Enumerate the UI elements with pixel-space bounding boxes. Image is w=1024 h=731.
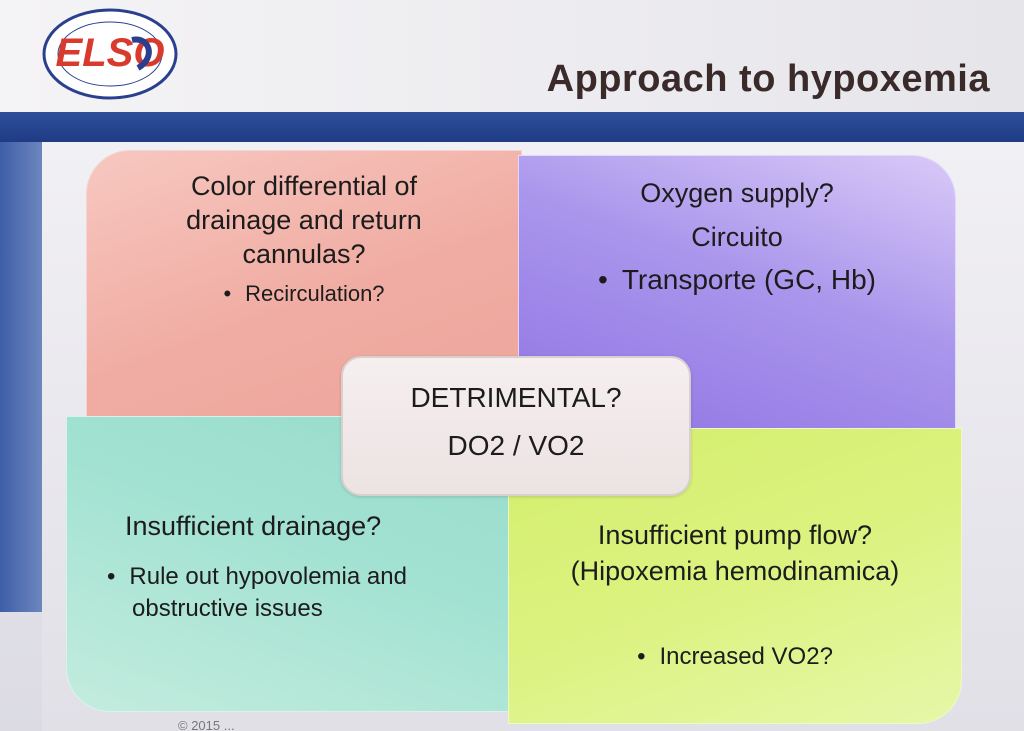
elso-logo: ELSO [42, 8, 178, 100]
bullet-text: Increased VO2? [659, 643, 833, 670]
quadrant-top-right: Oxygen supply? Circuito • Transporte (GC,… [518, 155, 956, 433]
quadrant-heading: Oxygen supply? [640, 178, 834, 208]
bullet-icon: • [637, 643, 646, 670]
slide-title: Approach to hypoxemia [546, 58, 990, 100]
quadrant-heading: Insufficient pump flow? (Hipoxemia hemod… [570, 520, 900, 586]
bullet-text-line2: obstructive issues [132, 595, 323, 622]
quadrant-heading: Color differential of drainage and retur… [186, 171, 422, 269]
header-band [0, 112, 1024, 142]
quadrant-subheading: Circuito [691, 222, 783, 252]
footer-copyright: © 2015 ... [178, 718, 235, 731]
quadrant-bullet: • Recirculation? [87, 281, 521, 307]
center-line-1: DETRIMENTAL? [410, 382, 622, 413]
quadrant-bullet: • Transporte (GC, Hb) [519, 264, 955, 296]
quadrant-heading: Insufficient drainage? [125, 511, 382, 541]
left-side-bar [0, 142, 42, 612]
bullet-text-line1: Rule out hypovolemia and [129, 563, 407, 590]
center-callout: DETRIMENTAL? DO2 / VO2 [341, 356, 691, 496]
center-line-2: DO2 / VO2 [447, 430, 585, 461]
bullet-text: Transporte (GC, Hb) [621, 264, 876, 295]
quadrant-bullet: • Rule out hypovolemia and obstructive is… [67, 561, 512, 625]
bullet-icon: • [223, 281, 232, 306]
bullet-text: Recirculation? [245, 281, 385, 306]
quadrant-bullet: • Increased VO2? [509, 643, 961, 671]
slide-header: ELSO Approach to hypoxemia [0, 0, 1024, 112]
bullet-icon: • [598, 264, 608, 295]
bullet-icon: • [107, 563, 116, 590]
